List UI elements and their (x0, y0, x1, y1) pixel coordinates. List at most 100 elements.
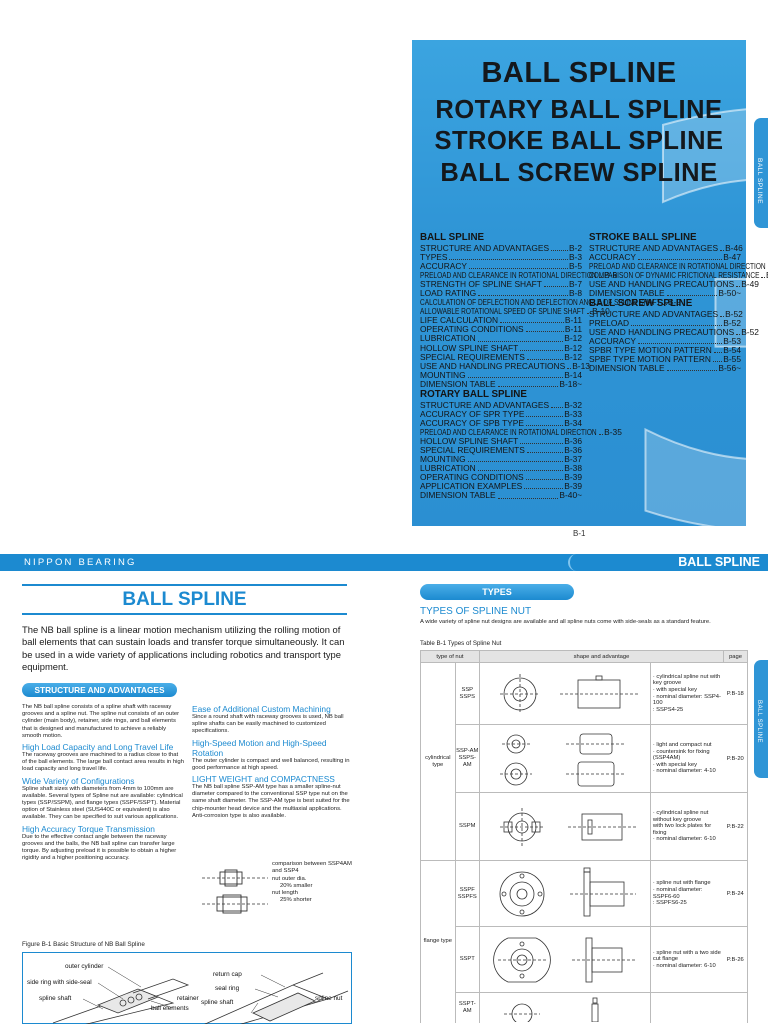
toc-leader-dots (712, 355, 723, 363)
table-row: cylindrical type SSP SSPS · cylindrical … (420, 662, 748, 861)
nut-comparison-diagram (202, 869, 268, 914)
page-number: B-1 (573, 529, 586, 538)
comparison-diameter-label: nut outer dia. (272, 875, 307, 882)
toc-entry[interactable]: COMPARISON OF DYNAMIC FRICTIONAL RESISTA… (589, 270, 768, 280)
toc-entry-page: B-55 (723, 354, 741, 365)
group-cylindrical: cylindrical type (420, 662, 456, 861)
comparison-caption: comparison between SSP4AM and SSP4 (272, 861, 352, 875)
label-retainer: retainer (177, 995, 199, 1002)
toc-entry-page: B-33 (564, 408, 582, 419)
toc-entry-label: MOUNTING (420, 369, 466, 380)
toc-entry-page: B-54 (723, 344, 741, 355)
comparison-text: comparison between SSP4AM and SSP4 nut o… (272, 861, 352, 905)
toc-entry-page: B-48 (766, 270, 768, 280)
toc-section-heading: BALL SPLINE (420, 232, 485, 243)
toc-leader-dots (497, 491, 559, 499)
toc-entry-label: STRENGTH OF SPLINE SHAFT (420, 278, 542, 289)
toc-entry[interactable]: CALCULATION OF DEFLECTION AND DEFLECTION… (420, 297, 681, 307)
page-cell: P.B-22 (723, 792, 748, 861)
toc-entry[interactable]: LUBRICATION B-12 (420, 334, 582, 343)
toc-entry-page: B-7 (568, 278, 582, 289)
toc-entry-page: B-11 (564, 315, 582, 326)
toc-entry-page: B-18~ (559, 378, 582, 389)
toc-leader-dots (467, 455, 564, 463)
advantages-column-b: Ease of Additional Custom Machining Sinc… (192, 704, 352, 820)
toc-entry-page: B-40~ (559, 490, 582, 501)
toc-entry-label: USE AND HANDLING PRECAUTIONS (589, 278, 735, 289)
toc-entry[interactable]: PRELOAD AND CLEARANCE IN ROTATIONAL DIRE… (420, 427, 622, 437)
toc-entry-label: LOAD RATING (420, 287, 477, 298)
toc-entry-page: B-39 (564, 481, 582, 492)
toc-leader-dots (736, 280, 741, 287)
toc-entry-label: TYPES (420, 251, 448, 262)
toc-entry-label: DIMENSION TABLE (589, 363, 665, 374)
toc-entry-page: B-9 (667, 297, 681, 308)
side-tab[interactable]: BALL SPLINE (754, 660, 768, 778)
toc-entry[interactable]: PRELOAD AND CLEARANCE IN ROTATIONAL DIRE… (420, 270, 617, 280)
high-speed-paragraph: The outer cylinder is compact and well b… (192, 757, 350, 771)
toc-entry[interactable]: DIMENSION TABLE B-18~ (420, 378, 582, 389)
toc-entry-label: DIMENSION TABLE (589, 287, 665, 298)
toc-entry-page: B-12 (564, 351, 582, 362)
toc-entry[interactable]: ALLOWABLE ROTATIONAL SPEED OF SPLINE SHA… (420, 307, 610, 316)
desc-cell: · light and compact nut · countersink fo… (649, 724, 724, 793)
toc-entry-label: MOUNTING (420, 454, 466, 465)
page-cell: P.B-24 (723, 860, 748, 927)
page-cell: P.B-20 (723, 724, 748, 793)
toc-entry-page: B-52 (725, 308, 743, 319)
toc-leader-dots (526, 410, 564, 417)
toc-entry-label: LUBRICATION (420, 463, 476, 474)
toc-entry-label: DIMENSION TABLE (420, 378, 496, 389)
side-tab[interactable]: BALL SPLINE (754, 118, 768, 228)
structure-drawing (52, 966, 349, 1024)
toc-entry[interactable]: STRENGTH OF SPLINE SHAFT B-7 (420, 278, 582, 289)
toc-entry-page: B-12 (564, 333, 582, 344)
toc-leader-dots (666, 289, 718, 297)
shape-drawing (478, 724, 651, 793)
toc-entry-page: B-35 (604, 426, 622, 437)
light-weight-paragraph: The NB ball spline SSP-AM type has a sma… (192, 784, 350, 819)
toc-entry[interactable]: PRELOAD AND CLEARANCE IN ROTATIONAL DIRE… (589, 261, 766, 271)
toc-leader-dots (599, 428, 604, 435)
toc-entry-label: LUBRICATION (420, 333, 476, 344)
toc-entry-label: STRUCTURE AND ADVANTAGES (589, 242, 719, 253)
section-number-graphic: 3 (607, 49, 746, 526)
comparison-diameter-value: 20% smaller (280, 882, 313, 889)
toc-leader-dots (736, 328, 741, 335)
toc-leader-dots (662, 298, 667, 306)
spline-nut-types-table: type of nut shape and advantage page cyl… (420, 650, 748, 1023)
toc-leader-dots (477, 334, 564, 342)
